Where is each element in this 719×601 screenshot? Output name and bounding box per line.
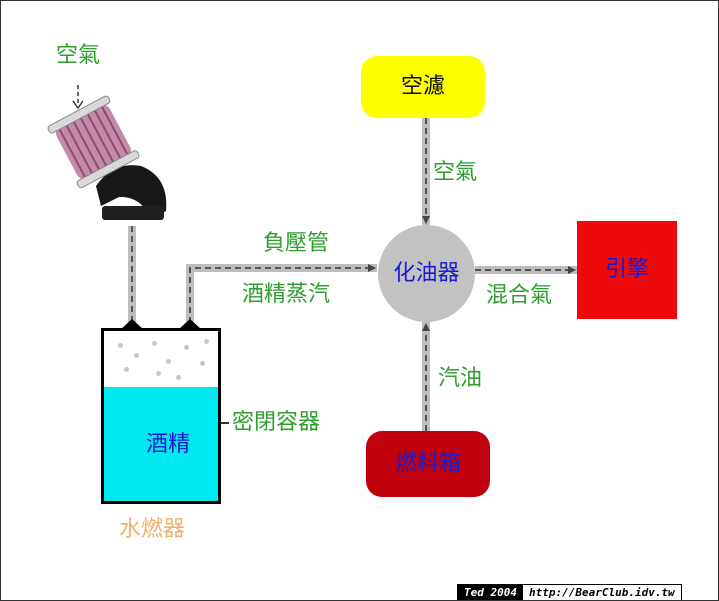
alcohol-liquid xyxy=(104,387,218,501)
watermark-url: http://BearClub.idv.tw xyxy=(522,585,681,600)
air-label-left: 空氣 xyxy=(56,43,101,68)
watermark-author: Ted 2004 xyxy=(458,585,523,600)
carburetor-label: 化油器 xyxy=(393,260,460,286)
engine-label: 引擎 xyxy=(604,257,649,282)
vapor-pipe xyxy=(186,264,377,323)
engine-node: 引擎 xyxy=(577,221,677,319)
gasoline-label: 汽油 xyxy=(438,366,483,391)
sealed-container-label: 密閉容器 xyxy=(232,410,321,435)
watermark: Ted 2004 http://BearClub.idv.tw xyxy=(457,584,682,600)
alcohol-label: 酒精 xyxy=(146,432,191,457)
sealed-container xyxy=(101,328,221,504)
container-nozzle-right xyxy=(179,319,201,329)
air-label-top: 空氣 xyxy=(433,160,478,185)
fuel-tank-label: 燃料箱 xyxy=(394,451,461,476)
vacuum-tube-label: 負壓管 xyxy=(263,231,330,256)
air-filter-label: 空濾 xyxy=(400,74,445,99)
fuel-tank-node: 燃料箱 xyxy=(366,431,490,497)
mixture-label: 混合氣 xyxy=(486,283,553,308)
air-filter-box: 空濾 xyxy=(361,56,485,118)
air-filter-icon xyxy=(47,95,167,220)
carburetor-node: 化油器 xyxy=(378,225,475,322)
container-nozzle-left xyxy=(121,319,143,329)
alcohol-vapor-label: 酒精蒸汽 xyxy=(242,282,331,307)
water-burner-label: 水燃器 xyxy=(119,517,186,542)
